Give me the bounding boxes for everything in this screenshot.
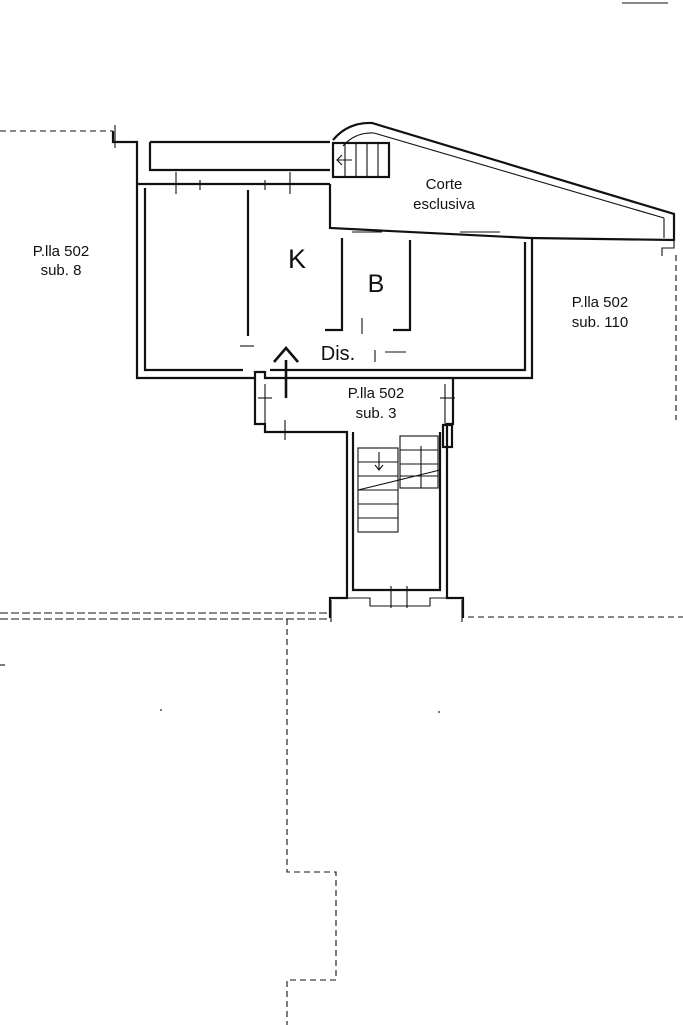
- court-stair: [331, 141, 391, 179]
- label-left-parcel-line1: P.lla 502: [33, 243, 89, 260]
- label-corte-line1: Corte: [426, 176, 463, 193]
- label-kitchen: K: [288, 244, 306, 274]
- entrance-arrow-icon: [273, 346, 299, 398]
- apartment-outer-wall: [135, 172, 534, 380]
- boundary-lines: [0, 130, 683, 1025]
- label-corte-line2: esclusiva: [413, 196, 475, 213]
- label-left-parcel-line2: sub. 8: [41, 262, 82, 279]
- top-corridor: [111, 125, 330, 184]
- label-dis: Dis.: [321, 343, 355, 365]
- label-center-parcel-line2: sub. 3: [356, 405, 397, 422]
- stairwell: [253, 378, 465, 622]
- label-right-parcel-line1: P.lla 502: [572, 294, 628, 311]
- label-right-parcel-line2: sub. 110: [572, 314, 628, 331]
- staircase-flights: [357, 435, 441, 533]
- label-bath: B: [368, 270, 385, 298]
- label-center-parcel-line1: P.lla 502: [348, 385, 404, 402]
- interior-partitions: [240, 190, 500, 362]
